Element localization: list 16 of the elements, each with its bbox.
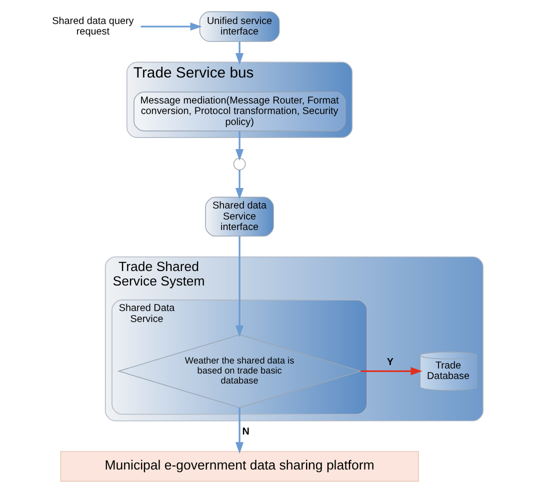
node-box: Municipal e-government data sharing platform (60, 451, 418, 482)
node-circle (232, 158, 246, 170)
arrow (234, 131, 244, 161)
node-box: Shared data Service interface (204, 196, 274, 237)
node-box: Message mediation(Message Router, Format conversion, Protocol transformation, Security policy) (133, 92, 346, 132)
node-text: Shared data query request (52, 16, 134, 38)
node-box: Unified service interface (198, 11, 280, 42)
arrow (234, 42, 244, 65)
arrow (360, 367, 422, 376)
arrow (234, 408, 244, 454)
arrow (234, 236, 244, 338)
edge-label: N (242, 426, 249, 438)
arrow (140, 22, 202, 31)
node-diamond: Weather the shared data is based on trade basic database (116, 334, 362, 408)
arrow (234, 170, 244, 200)
edge-label: Y (386, 357, 393, 368)
